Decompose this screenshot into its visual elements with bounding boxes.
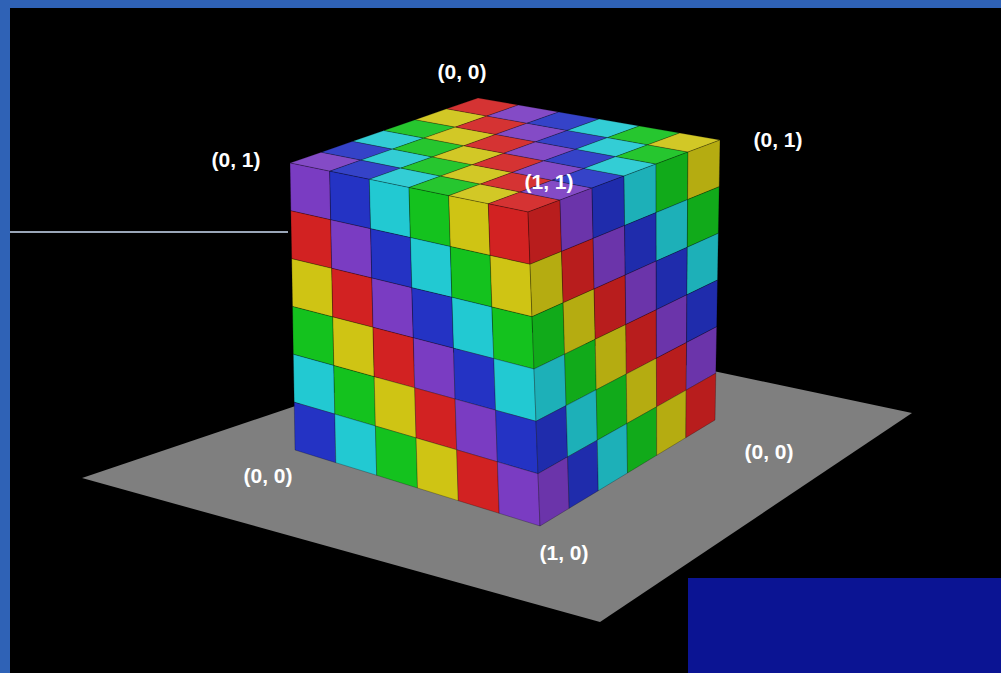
checker-cell <box>568 440 599 508</box>
checker-cell <box>409 188 450 247</box>
frame-left <box>0 0 10 673</box>
checker-cell <box>627 407 657 473</box>
checker-cell <box>497 462 540 526</box>
uv-coordinate-label: (0, 1) <box>753 128 802 152</box>
frame-line <box>10 231 288 233</box>
checker-cell <box>597 424 627 491</box>
uv-coordinate-label: (0, 0) <box>243 464 292 488</box>
checker-cell <box>686 373 716 437</box>
uv-coordinate-label: (0, 1) <box>211 148 260 172</box>
checker-cell <box>490 255 532 316</box>
checker-cell <box>657 390 687 455</box>
checker-cell <box>538 457 569 526</box>
checker-cell <box>335 414 377 475</box>
corner-panel <box>688 578 1001 673</box>
uv-coordinate-label: (0, 0) <box>437 60 486 84</box>
uv-coordinate-label: (1, 1) <box>524 170 573 194</box>
checker-faces <box>290 98 720 526</box>
checker-cell <box>568 440 599 508</box>
checker-cell <box>375 426 417 488</box>
checker-cell <box>449 196 490 256</box>
checker-cell <box>657 390 687 455</box>
checker-cell <box>488 204 530 264</box>
checker-cell <box>369 179 410 237</box>
checker-cell <box>686 373 716 437</box>
checker-cell <box>416 438 458 501</box>
checker-cell <box>538 457 569 526</box>
frame-top <box>0 0 1001 8</box>
checker-cell <box>290 163 331 220</box>
checker-cell <box>330 171 371 229</box>
uv-coordinate-label: (1, 0) <box>539 541 588 565</box>
checker-cell <box>627 407 657 473</box>
checker-cell <box>457 450 500 514</box>
uv-coordinate-label: (0, 0) <box>744 440 793 464</box>
checker-cell <box>294 402 336 463</box>
checker-cell <box>597 424 627 491</box>
